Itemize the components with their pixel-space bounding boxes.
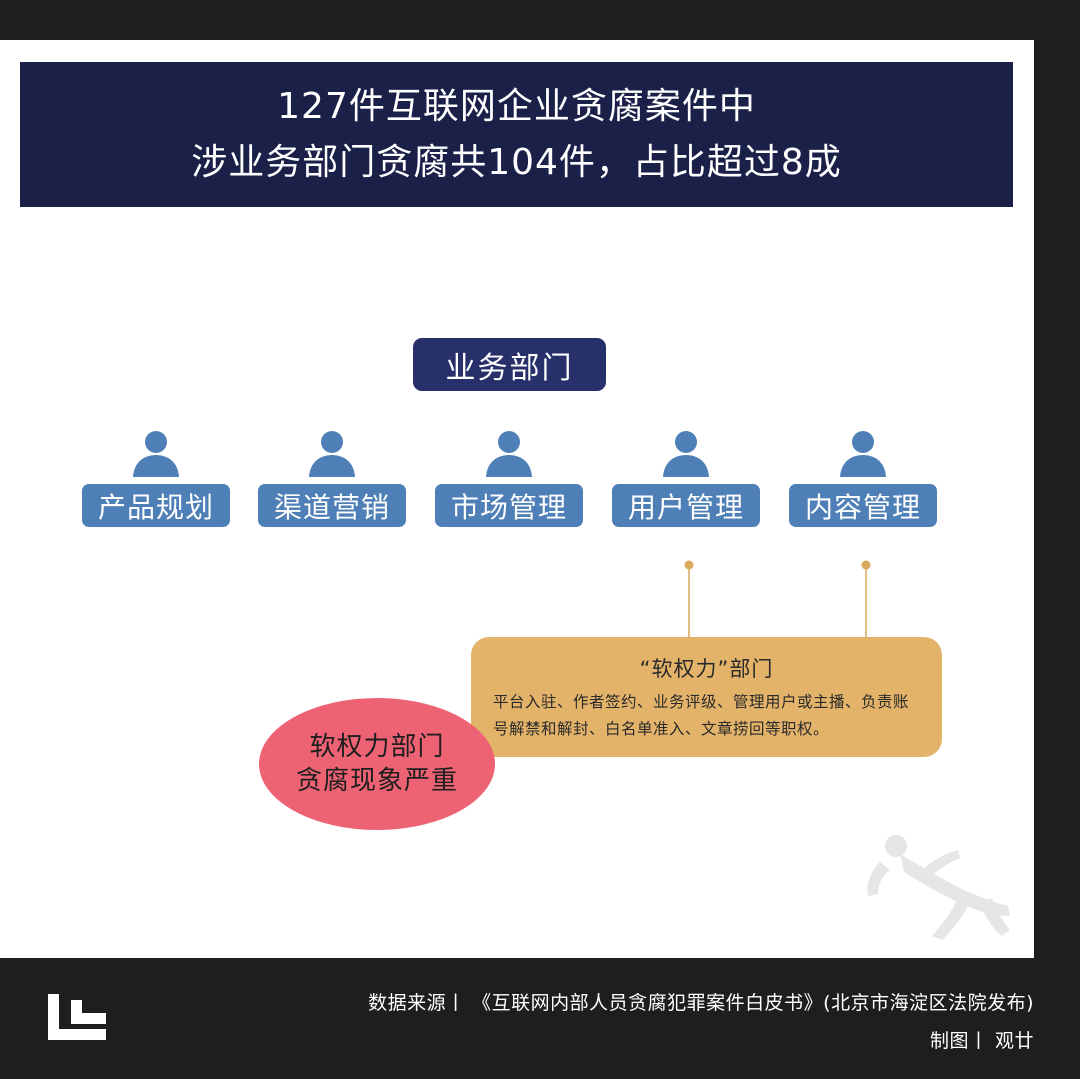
dept-label: 用户管理 <box>612 484 760 527</box>
highlight-ellipse: 软权力部门 贪腐现象严重 <box>259 698 495 830</box>
root-node-business-dept: 业务部门 <box>413 338 606 391</box>
data-source-credit: 数据来源丨 《互联网内部人员贪腐犯罪案件白皮书》(北京市海淀区法院发布) <box>368 992 1034 1014</box>
dept-label: 内容管理 <box>789 484 937 527</box>
connector-dot-content <box>861 560 871 570</box>
person-icon <box>133 431 179 477</box>
person-icon <box>663 431 709 477</box>
highlight-line-2: 贪腐现象严重 <box>295 766 458 796</box>
falling-person-illustration <box>867 835 1010 940</box>
dept-user-management: 用户管理 <box>612 430 760 528</box>
chart-author-credit: 制图丨 观廿 <box>929 1030 1034 1052</box>
person-icon <box>309 431 355 477</box>
brand-logo <box>48 994 106 1040</box>
highlight-line-1: 软权力部门 <box>309 732 445 762</box>
connector-dot-user <box>684 560 694 570</box>
title-line-2: 涉业务部门贪腐共104件，占比超过8成 <box>191 141 842 183</box>
title-line-1: 127件互联网企业贪腐案件中 <box>277 85 756 127</box>
dept-label: 产品规划 <box>82 484 230 527</box>
person-icon <box>840 431 886 477</box>
soft-power-box: “软权力”部门 平台入驻、作者签约、业务评级、管理用户或主播、负责账号解禁和解封… <box>471 637 942 757</box>
soft-power-title: “软权力”部门 <box>639 657 774 681</box>
dept-content-management: 内容管理 <box>789 430 937 528</box>
dept-channel-marketing: 渠道营销 <box>258 430 406 528</box>
soft-power-description: 平台入驻、作者签约、业务评级、管理用户或主播、负责账号解禁和解封、白名单准入、文… <box>493 693 910 738</box>
title-banner: 127件互联网企业贪腐案件中 涉业务部门贪腐共104件，占比超过8成 <box>20 62 1013 207</box>
person-icon <box>486 431 532 477</box>
dept-label: 渠道营销 <box>258 484 406 527</box>
dept-product-planning: 产品规划 <box>82 430 230 528</box>
dept-market-management: 市场管理 <box>435 430 583 528</box>
dept-label: 市场管理 <box>435 484 583 527</box>
